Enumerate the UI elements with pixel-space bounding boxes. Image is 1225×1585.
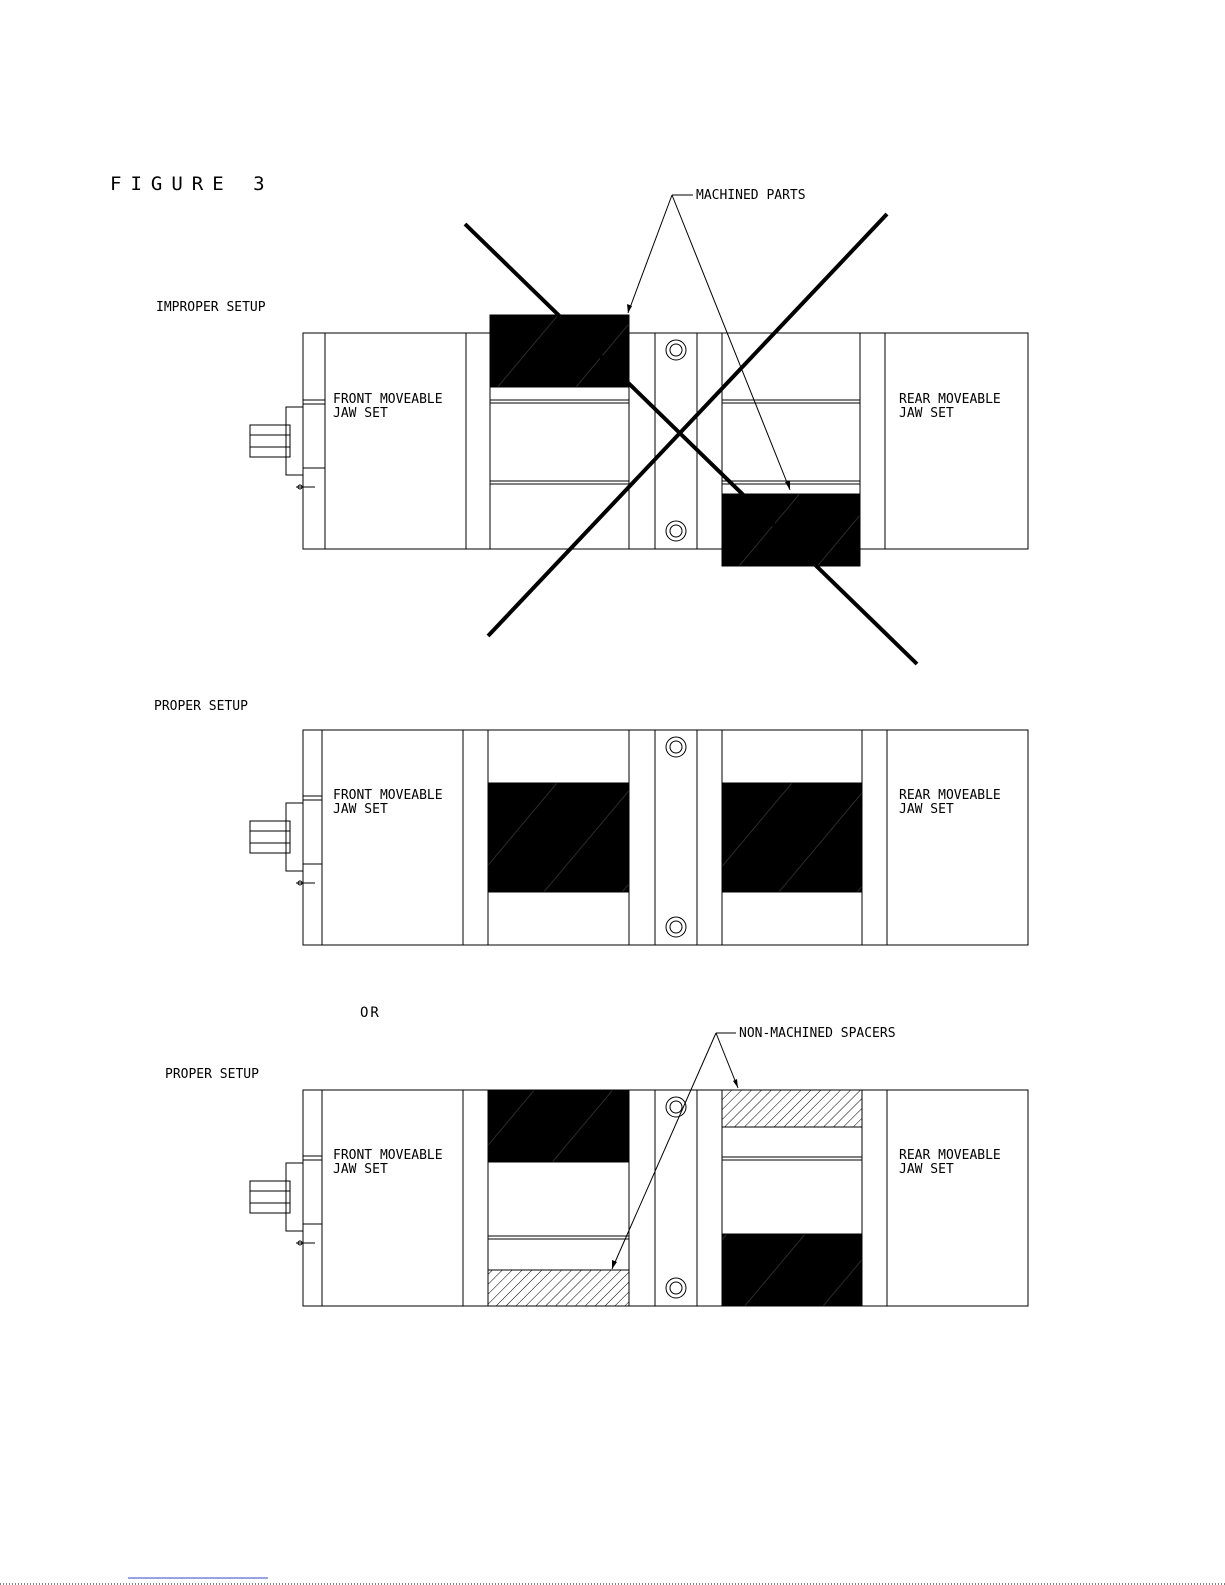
non-machined-spacer-front bbox=[488, 1270, 629, 1306]
machined-part-lower bbox=[722, 494, 860, 566]
machined-parts-label: MACHINED PARTS bbox=[696, 188, 806, 203]
rear-jaw-label-line1: REAR MOVEABLE bbox=[899, 392, 1001, 407]
front-jaw-label-line2: JAW SET bbox=[333, 1162, 388, 1177]
leader-line bbox=[628, 195, 672, 313]
rear-jaw-label-line2: JAW SET bbox=[899, 1162, 954, 1177]
bolt-icon bbox=[666, 917, 686, 937]
vise-body bbox=[303, 333, 1028, 549]
machined-part-front bbox=[488, 1090, 629, 1162]
proper-setup-view-1: PROPER SETUP FRONT MOVEABLE JAW SET REAR… bbox=[154, 699, 1028, 945]
vise-body bbox=[303, 1090, 1028, 1306]
proper-setup-label-1: PROPER SETUP bbox=[154, 699, 248, 714]
vise-body bbox=[303, 730, 1028, 945]
cross-out-line-2 bbox=[488, 214, 887, 636]
non-machined-spacer-rear bbox=[722, 1090, 862, 1127]
machined-part-rear bbox=[722, 783, 862, 892]
machined-part-upper bbox=[490, 315, 629, 387]
rear-jaw-label-line1: REAR MOVEABLE bbox=[899, 788, 1001, 803]
leader-line bbox=[716, 1033, 738, 1088]
front-jaw-label-line1: FRONT MOVEABLE bbox=[333, 1148, 443, 1163]
machined-part-front bbox=[488, 783, 629, 892]
cross-out-line-1 bbox=[465, 224, 917, 664]
or-label: OR bbox=[360, 1005, 381, 1021]
vise-screw-boss bbox=[286, 407, 303, 475]
bolt-icon bbox=[666, 521, 686, 541]
bolt-icon bbox=[666, 737, 686, 757]
rear-jaw-label-line1: REAR MOVEABLE bbox=[899, 1148, 1001, 1163]
front-jaw-label-line2: JAW SET bbox=[333, 802, 388, 817]
non-machined-spacers-label: NON-MACHINED SPACERS bbox=[739, 1026, 896, 1041]
proper-setup-view-2: PROPER SETUP NON-MACHINED SPACERS bbox=[165, 1026, 1028, 1306]
vise-handle bbox=[250, 425, 290, 457]
bolt-icon bbox=[666, 1278, 686, 1298]
bolt-icon bbox=[666, 340, 686, 360]
improper-setup-label: IMPROPER SETUP bbox=[156, 300, 266, 315]
improper-setup-view: IMPROPER SETUP bbox=[156, 188, 1028, 664]
proper-setup-label-2: PROPER SETUP bbox=[165, 1067, 259, 1082]
rear-jaw-label-line2: JAW SET bbox=[899, 406, 954, 421]
front-jaw-label-line1: FRONT MOVEABLE bbox=[333, 788, 443, 803]
machined-part-rear bbox=[722, 1234, 862, 1306]
rear-jaw-label-line2: JAW SET bbox=[899, 802, 954, 817]
front-jaw-label-line2: JAW SET bbox=[333, 406, 388, 421]
figure-title: FIGURE 3 bbox=[110, 173, 274, 195]
front-jaw-label-line1: FRONT MOVEABLE bbox=[333, 392, 443, 407]
leader-line bbox=[672, 195, 790, 490]
